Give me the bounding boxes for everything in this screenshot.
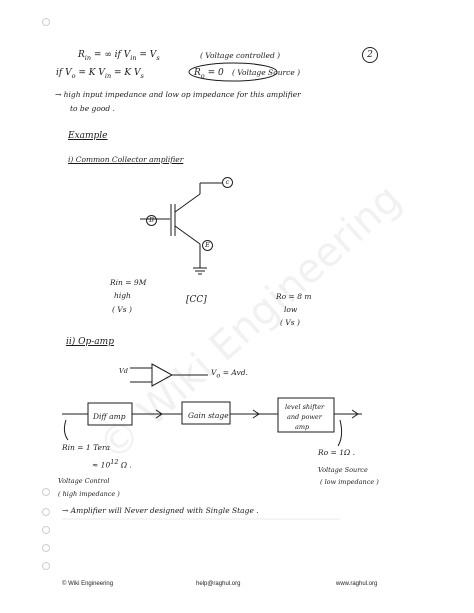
binder-hole <box>42 544 50 552</box>
text: R <box>78 50 85 60</box>
cc-rin-vs: ( Vs ) <box>112 305 132 314</box>
page-number: 2 <box>362 47 378 63</box>
text: if V <box>56 68 72 78</box>
subscript: in <box>104 71 112 80</box>
cc-ro-low: low <box>284 305 298 314</box>
equation-rin-infinite: Rin = ∞ if Vin = Vs <box>78 50 160 62</box>
subscript: in <box>84 53 92 62</box>
output-annotation-curve <box>337 419 343 447</box>
text: ii) Op-amp <box>66 337 114 347</box>
subscript: s <box>140 71 144 80</box>
footer-brand: © Wiki Engineering <box>62 581 114 587</box>
subscript: s <box>156 53 160 62</box>
impedance-statement: → high input impedance and low op impeda… <box>55 90 301 99</box>
rin-ten-power: ≈ 1012 Ω . <box>92 458 132 470</box>
text: = K V <box>114 68 141 78</box>
superscript: 12 <box>110 458 119 466</box>
footer-website: www.raghul.org <box>336 581 378 587</box>
arrow <box>155 409 163 419</box>
text: = V <box>139 50 157 60</box>
common-collector-heading: i) Common Collector amplifier <box>68 155 184 164</box>
binder-hole <box>42 18 50 26</box>
arrow <box>252 409 260 419</box>
rin-tera: Rin = 1 Tera <box>62 443 110 452</box>
text: = K V <box>78 68 105 78</box>
arrow <box>351 409 359 419</box>
high-impedance-label: ( high impedance ) <box>58 490 120 498</box>
voltage-source-note: ( Voltage Source ) <box>232 68 301 77</box>
collector-terminal-label: c <box>222 177 233 188</box>
binder-hole <box>42 562 50 570</box>
equation-ro-zero: Ro = 0 <box>194 68 224 80</box>
text: Ω . <box>120 460 132 470</box>
binder-hole <box>42 526 50 534</box>
text: = ∞ if V <box>93 50 131 60</box>
voltage-control-label: Voltage Control <box>58 477 110 485</box>
opamp-triangle <box>151 363 174 387</box>
opamp-heading: ii) Op-amp <box>66 337 114 347</box>
binder-holes <box>42 18 50 578</box>
text: = Avd. <box>222 368 248 377</box>
ro-one-ohm: Ro = 1Ω . <box>318 448 355 457</box>
voltage-controlled-note: ( Voltage controlled ) <box>200 51 281 60</box>
binder-hole <box>42 508 50 516</box>
block-amp: amp <box>295 423 310 431</box>
text: = 0 <box>207 68 224 78</box>
cc-ro-vs: ( Vs ) <box>280 318 300 327</box>
emitter-leg <box>174 225 201 245</box>
text: ≈ 10 <box>92 460 111 470</box>
diff-amp-box <box>87 402 133 426</box>
cc-rin-value: Rin = 9M <box>110 278 147 287</box>
emitter-terminal-label: E <box>202 240 213 251</box>
subscript: in <box>130 53 137 62</box>
conclusion-line: → Amplifier will Never designed with Sin… <box>62 506 259 515</box>
impedance-statement-cont: to be good . <box>70 104 115 113</box>
subscript: o <box>216 371 221 380</box>
binder-hole <box>42 488 50 496</box>
block-diff-amp: Diff amp <box>93 412 126 421</box>
text: R <box>194 68 201 78</box>
cc-rin-high: high <box>114 291 131 300</box>
voltage-source-oval <box>188 62 278 82</box>
block-gain-stage: Gain stage <box>188 411 229 420</box>
input-annotation-curve <box>63 419 69 441</box>
example-heading: Example <box>68 131 108 141</box>
subscript: o <box>200 71 205 80</box>
base-terminal-label: B <box>146 215 157 226</box>
cc-ro-value: Ro = 8 m <box>276 292 312 301</box>
cc-label: [CC] <box>186 295 207 305</box>
collector-leg <box>174 193 201 213</box>
subscript: o <box>71 71 76 80</box>
level-shifter-box <box>277 397 335 433</box>
equation-vo: if Vo = K Vin = K Vs <box>56 68 144 80</box>
opamp-input-label: Vd <box>119 367 128 375</box>
block-level-shifter: level shifter <box>285 403 325 411</box>
block-power: and power <box>287 413 322 421</box>
gain-stage-box <box>181 401 231 425</box>
text: V <box>211 368 217 377</box>
low-impedance-label: ( low impedance ) <box>320 478 379 486</box>
opamp-output-label: Vo = Avd. <box>211 368 248 380</box>
footer-email: help@raghul.org <box>196 581 241 587</box>
voltage-source-label: Voltage Source <box>318 466 368 474</box>
